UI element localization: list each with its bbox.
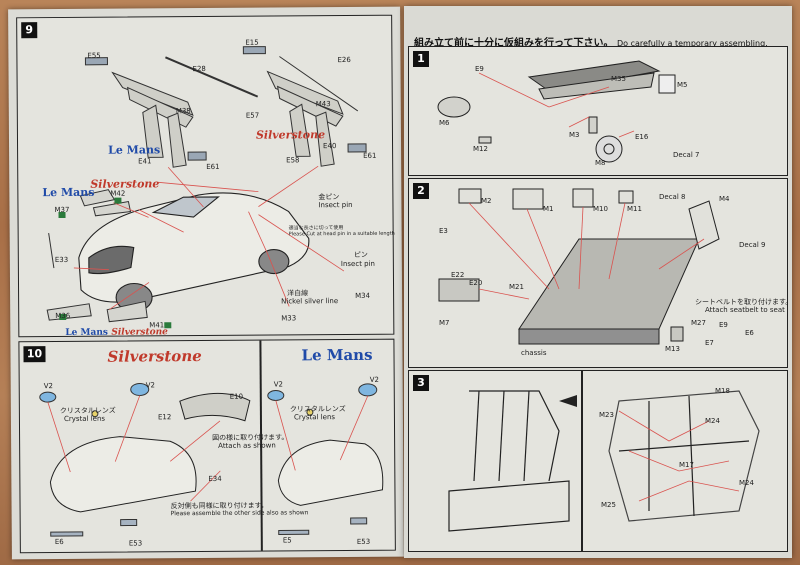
part-label: M17 [679,461,694,469]
part-label: M37 [54,205,70,215]
part-label: E20 [469,279,483,287]
part-label: M13 [665,345,680,353]
part-label: M27 [691,319,706,327]
step-9-panel: 9 [16,14,395,338]
instruction-sheet-right: 組み立て前に十分に仮組みを行って下さい。 Do carefully a temp… [404,6,792,558]
part-label: E28 [192,64,206,74]
step-10-drawing [39,382,384,537]
part-label: E16 [635,133,649,141]
part-label: E5 [282,536,292,545]
part-label: M34 [355,291,371,300]
part-label: E6 [745,329,754,337]
part-label: E53 [128,539,143,548]
pin2-en: Insect pin [340,259,376,269]
part-label: E15 [245,38,259,47]
part-label: E26 [337,55,351,65]
step-number: 3 [413,375,429,391]
cut-note-en: Please Cut at head pin in a suitable len… [288,230,395,238]
other-en: Please assemble the other side also as s… [170,509,309,518]
part-label: M33 [281,314,297,323]
brand-lemans-3: Le Mans [65,327,108,338]
part-label: E33 [54,255,69,265]
decal-label: Decal 7 [673,151,700,159]
part-label: M6 [439,119,450,127]
part-label: M4 [719,195,730,203]
brand-silverstone-2: Silverstone [90,177,160,191]
step-2-panel: 2 M2 M1 M10 M11 Decal 8 M4 E3 Decal 9 M2… [408,178,792,368]
chassis-label: chassis [521,349,547,357]
part-label: M25 [601,501,616,509]
part-label: M1 [543,205,554,213]
belt-jp: シートベルトを取り付けます。 [695,298,793,306]
part-label: E9 [719,321,728,329]
brand-lemans-2: Le Mans [42,185,95,200]
part-label: M7 [439,319,450,327]
part-label: E53 [356,537,371,546]
decal-label: Decal 8 [659,193,686,201]
part-label: E34 [208,474,222,483]
v2-label: V2 [273,380,283,389]
brand-silverstone-3: Silverstone [111,327,168,338]
part-label: M12 [473,145,488,153]
part-label: M8 [595,159,606,167]
lens-en-2: Crystal lens [293,413,336,422]
pin-note-en: Insect pin [318,200,353,210]
part-label: M42 [110,189,126,198]
part-label: M3 [569,131,580,139]
decal-label: Decal 9 [739,241,766,249]
part-label: E58 [286,156,300,165]
lens-en: Crystal lens [63,414,106,423]
part-label: M38 [175,107,191,116]
brand-lemans: Le Mans [108,143,161,157]
part-label: E61 [363,151,377,160]
pin2-jp: ピン [353,250,368,259]
part-label: M35 [611,75,626,83]
step-1-drawing [437,60,676,163]
part-label: E7 [705,339,714,347]
part-label: M18 [715,387,730,395]
instruction-sheet-left: 9 [8,6,404,560]
brand-silverstone: Silverstone [255,128,326,142]
v2-label: V2 [43,382,53,391]
part-label: E12 [157,413,172,422]
part-label: M5 [677,81,688,89]
step-1-title: 組み立て前に十分に仮組みを行って下さい。 Do carefully a temp… [414,38,768,49]
part-label: E10 [229,392,244,401]
v2-label: V2 [369,375,379,384]
part-label: E3 [439,227,448,235]
step-10-panel: 10 Silverstone Le Mans V2 V2 クリスタルレンズ Cr… [18,338,396,554]
part-label: M43 [315,100,331,109]
part-label: E6 [54,537,64,547]
part-label: M2 [481,197,492,205]
step-2-drawing [438,188,720,345]
step-3-divider [581,371,583,551]
part-label: E55 [87,51,101,60]
nickel-en: Nickel silver line [281,297,339,306]
part-label: E61 [206,162,220,171]
step-number: 1 [413,51,429,67]
attach-en: Attach as shown [218,441,276,450]
belt-en: Attach seatbelt to seat [705,306,785,314]
part-label: M11 [627,205,642,213]
part-label: M10 [593,205,608,213]
part-label: M36 [55,311,71,321]
v2-label: V2 [145,381,155,390]
part-label: E41 [138,157,152,166]
part-label: E40 [323,142,337,151]
step-3-panel: 3 M18 M23 M24 M17 M25 M24 [408,370,788,552]
part-label: M21 [509,283,524,291]
part-label: M24 [739,479,754,487]
part-label: M24 [705,417,720,425]
part-label: E22 [451,271,465,279]
part-label: M23 [599,411,614,419]
part-label: E9 [475,65,484,73]
step-9-drawing [46,46,367,329]
step-number: 2 [413,183,429,199]
part-label: E57 [245,111,260,120]
step-3-drawing [448,390,760,532]
step-1-panel: 1 E9 M35 M5 M6 M12 M3 M8 E16 Decal 7 [408,46,788,176]
